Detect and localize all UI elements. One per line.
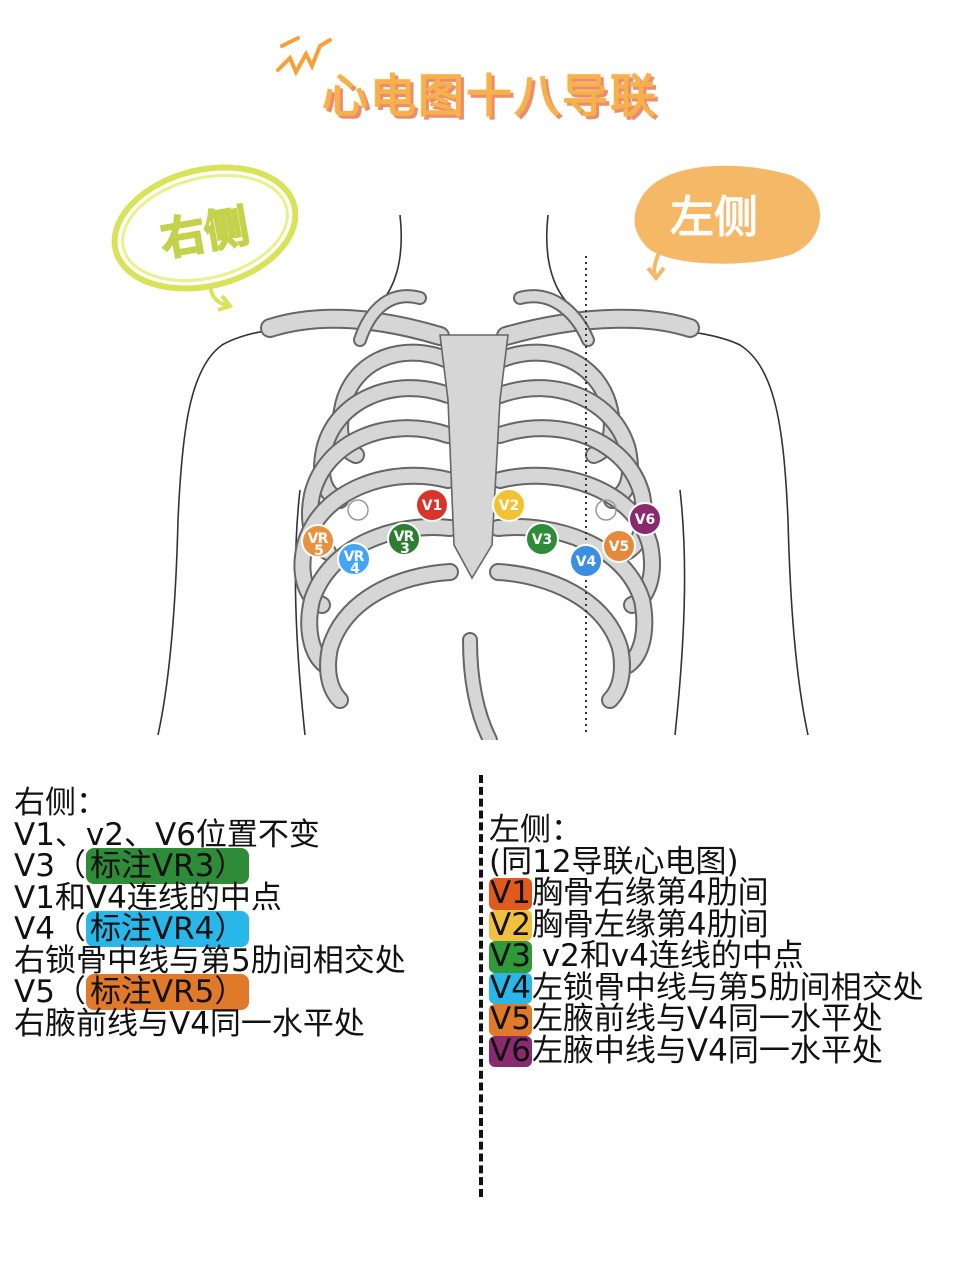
lead-text: 胸骨左缘第4肋间	[531, 906, 769, 943]
lead-row-v4: V4左锁骨中线与第5肋间相交处	[489, 969, 959, 1006]
electrode-label-part: R	[404, 529, 415, 545]
lead-row-v3: V3 v2和v4连线的中点	[489, 938, 959, 974]
electrode-dot	[337, 542, 371, 576]
lead-swatch: V5	[489, 1001, 532, 1037]
electrode-v6: V6	[628, 502, 662, 536]
right-v3-prefix: V3（	[14, 848, 86, 884]
clavicle-right	[260, 308, 450, 346]
left-side-tag-label: 左侧	[670, 192, 758, 243]
electrode-dot	[628, 502, 662, 536]
right-v4-tag: 标注VR4）	[85, 911, 250, 947]
lead-text: 左锁骨中线与第5肋间相交处	[531, 969, 924, 1006]
right-heading: 右侧：	[14, 785, 107, 821]
right-side-tag-label: 右侧	[157, 201, 253, 267]
electrode-dot	[387, 522, 421, 556]
electrode-v1: V1	[415, 488, 449, 522]
sternum	[439, 334, 509, 580]
lead-swatch: V6	[489, 1032, 532, 1069]
electrode-v2: V2	[492, 488, 526, 522]
lead-swatch: V2	[489, 906, 532, 943]
right-v5-prefix: V5（	[14, 974, 86, 1010]
electrode-label: V5	[609, 539, 630, 555]
squiggle-decoration	[276, 36, 332, 77]
electrode-label-part: 3	[400, 541, 410, 557]
electrode-label-part: R	[354, 549, 365, 565]
rib-cage	[260, 289, 700, 740]
panel-divider	[479, 775, 483, 1197]
electrode-dot	[569, 544, 603, 578]
electrode-label: V2	[499, 498, 520, 514]
electrode-label-part: 4	[350, 561, 360, 577]
right-v5-desc: 右腋前线与V4同一水平处	[14, 1005, 365, 1042]
electrode-v4: V4	[569, 544, 603, 578]
lead-text: 胸骨右缘第4肋间	[531, 875, 769, 911]
lead-text: 左腋中线与V4同一水平处	[531, 1032, 883, 1069]
right-v4-prefix: V4（	[14, 911, 86, 947]
electrode-v3: V3	[525, 522, 559, 556]
electrode-label: V4	[576, 554, 597, 570]
right-v3-desc: V1和V4连线的中点	[14, 879, 282, 916]
electrode-label-part: R	[318, 531, 329, 547]
right-v4-line: V4（标注VR4）	[14, 911, 474, 947]
right-v5-line: V5（标注VR5）	[14, 974, 474, 1010]
right-line-1: V1、v2、V6位置不变	[14, 816, 320, 853]
electrode-label-part: 5	[314, 543, 324, 559]
clavicle-left	[496, 308, 700, 346]
lead-row-v6: V6左腋中线与V4同一水平处	[489, 1032, 959, 1069]
lead-row-v2: V2胸骨左缘第4肋间	[489, 906, 959, 943]
electrode-label: V1	[422, 498, 443, 514]
electrode-dot	[301, 524, 335, 558]
right-v4-desc: 右锁骨中线与第5肋间相交处	[14, 942, 406, 979]
lead-row-v1: V1胸骨右缘第4肋间	[489, 875, 959, 911]
right-v3-line: V3（标注VR3）	[14, 848, 474, 884]
lead-row-v5: V5左腋前线与V4同一水平处	[489, 1001, 959, 1037]
electrode-label: V6	[635, 512, 656, 528]
electrode-label-part: V	[394, 529, 405, 545]
lead-swatch: V4	[489, 969, 532, 1006]
lead-text: v2和v4连线的中点	[531, 938, 804, 974]
electrode-dot	[415, 488, 449, 522]
right-side-tag: 右侧	[111, 164, 299, 312]
page-title: 心电图十八导联	[322, 69, 658, 123]
electrode-label: V3	[532, 532, 553, 548]
electrode-dot	[525, 522, 559, 556]
right-v5-tag: 标注VR5）	[85, 974, 250, 1010]
electrode-label-part: V	[308, 531, 319, 547]
left-heading: 左侧：	[489, 812, 582, 848]
electrode-dot	[602, 529, 636, 563]
lead-text: 左腋前线与V4同一水平处	[531, 1001, 883, 1037]
ribs-left	[489, 343, 661, 709]
lead-swatch: V3	[489, 938, 532, 974]
right-side-description: 右侧： V1、v2、V6位置不变 V3（标注VR3） V1和V4连线的中点 V4…	[14, 785, 474, 1042]
left-side-tag: 左侧	[634, 165, 820, 282]
left-note: (同12导联心电图)	[489, 843, 739, 880]
lead-swatch: V1	[489, 875, 532, 911]
right-v3-tag: 标注VR3）	[85, 848, 250, 884]
electrode-dot	[492, 488, 526, 522]
electrode-label-part: V	[344, 549, 355, 565]
electrode-v5: V5	[602, 529, 636, 563]
